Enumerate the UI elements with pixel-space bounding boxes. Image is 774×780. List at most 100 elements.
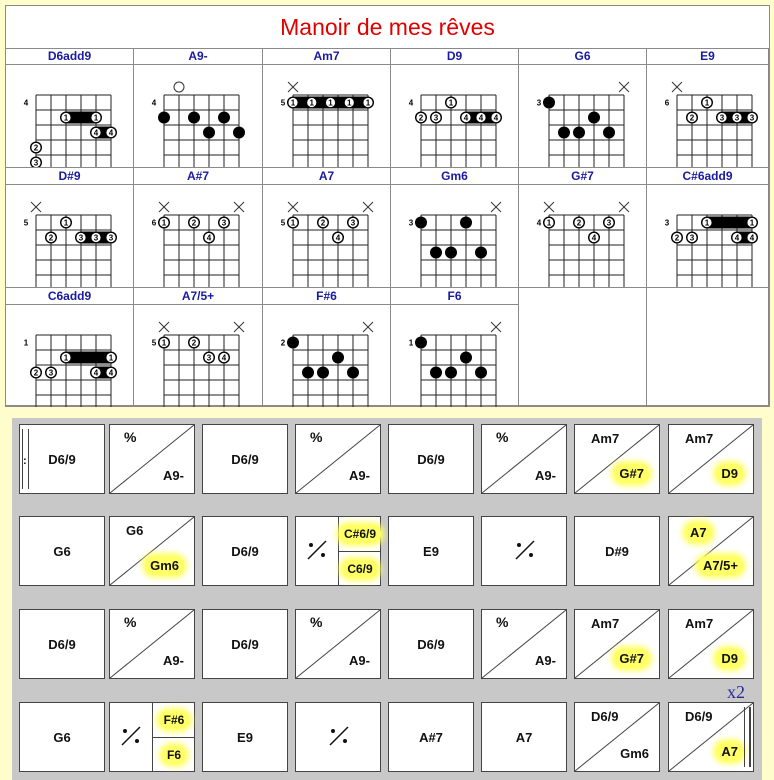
svg-text:1: 1: [705, 99, 710, 108]
svg-text:3: 3: [607, 219, 612, 228]
svg-text:3: 3: [690, 234, 695, 243]
chord-label-second: A9-: [163, 653, 184, 668]
chord-label-second: A9-: [349, 653, 370, 668]
svg-text:1: 1: [64, 354, 69, 363]
svg-text:4: 4: [735, 234, 740, 243]
chord-label-first: %: [124, 429, 137, 445]
fret-number: 5: [281, 99, 286, 108]
chord-label-second: A9-: [535, 653, 556, 668]
chord-name: D#9: [6, 168, 133, 185]
fret-number: 2: [281, 339, 286, 348]
measure-box: D6/9:: [19, 424, 105, 494]
measure-box: D6/9: [202, 516, 288, 586]
svg-text:2: 2: [690, 114, 695, 123]
chord-name: A7: [263, 168, 390, 185]
chord-label: D6/9: [417, 451, 445, 467]
chord-label-first: %: [310, 429, 323, 445]
svg-text:3: 3: [34, 159, 39, 168]
chord-label-first: Am7: [685, 431, 714, 446]
svg-text:4: 4: [750, 234, 755, 243]
svg-text:4: 4: [464, 114, 469, 123]
svg-text:2: 2: [419, 114, 424, 123]
chord-name: F#6: [263, 288, 390, 305]
chord-label-second: Gm6: [620, 746, 649, 761]
svg-text:1: 1: [547, 219, 552, 228]
chord-label-second: C6/9: [342, 560, 378, 578]
chord-name: Gm6: [391, 168, 518, 185]
svg-text:4: 4: [336, 234, 341, 243]
svg-text:4: 4: [109, 129, 114, 138]
chord-label: D6/9: [417, 636, 445, 652]
chord-diagram: G6 3: [519, 48, 647, 168]
svg-text:4: 4: [94, 369, 99, 378]
repeat-measure-icon: [515, 540, 535, 560]
chord-name: D9: [391, 48, 518, 65]
chord-label-second: A9-: [163, 468, 184, 483]
fret-number: 6: [665, 99, 670, 108]
empty-cell: [519, 288, 647, 406]
svg-text:1: 1: [64, 219, 69, 228]
chord-label-second: A9-: [535, 468, 556, 483]
svg-text:1: 1: [94, 114, 99, 123]
svg-text:1: 1: [310, 99, 315, 108]
svg-text:2: 2: [34, 144, 39, 153]
chord-label-second: A7/5+: [697, 556, 743, 575]
empty-cell: [647, 288, 769, 406]
svg-text:1: 1: [328, 99, 333, 108]
chord-name: A9-: [134, 48, 262, 65]
chord-label-first: A7: [685, 523, 712, 542]
measure-box: D6/9: [388, 609, 474, 679]
svg-text:1: 1: [705, 219, 710, 228]
svg-text:2: 2: [321, 219, 326, 228]
svg-text:1: 1: [291, 219, 296, 228]
svg-text:1: 1: [347, 99, 352, 108]
chord-name: A#7: [134, 168, 262, 185]
svg-text:3: 3: [735, 114, 740, 123]
svg-text:2: 2: [675, 234, 680, 243]
chord-label: D6/9: [231, 543, 259, 559]
measure-box: G6: [19, 702, 105, 772]
svg-text:2: 2: [34, 369, 39, 378]
svg-text:1: 1: [64, 114, 69, 123]
svg-text:1: 1: [109, 354, 114, 363]
measure-box: %A9-: [295, 609, 381, 679]
fret-number: 3: [537, 99, 542, 108]
measure-box: D6/9: [202, 424, 288, 494]
svg-text:3: 3: [207, 354, 212, 363]
measure-box: G6: [19, 516, 105, 586]
chord-name: D6add9: [6, 48, 133, 65]
svg-text:3: 3: [222, 219, 227, 228]
svg-text:3: 3: [720, 114, 725, 123]
chord-diagram: A9-4: [134, 48, 263, 168]
chord-label-first: F#6: [158, 711, 190, 729]
measure-box: D6/9: [19, 609, 105, 679]
svg-text:3: 3: [49, 369, 54, 378]
fret-number: 4: [537, 219, 542, 228]
svg-text:4: 4: [592, 234, 597, 243]
chord-label-second: F6: [161, 746, 186, 764]
chord-label-first: Am7: [591, 431, 620, 446]
svg-text:2: 2: [577, 219, 582, 228]
repeat-count: x2: [727, 682, 745, 702]
chord-name: G6: [519, 48, 646, 65]
measure-box: D6/9: [388, 424, 474, 494]
svg-text:3: 3: [434, 114, 439, 123]
chord-name: G#7: [519, 168, 646, 185]
measure-box: E9: [202, 702, 288, 772]
svg-text:1: 1: [449, 99, 454, 108]
fret-number: 6: [152, 219, 157, 228]
chord-name: E9: [647, 48, 768, 65]
chord-label-first: %: [124, 614, 137, 630]
